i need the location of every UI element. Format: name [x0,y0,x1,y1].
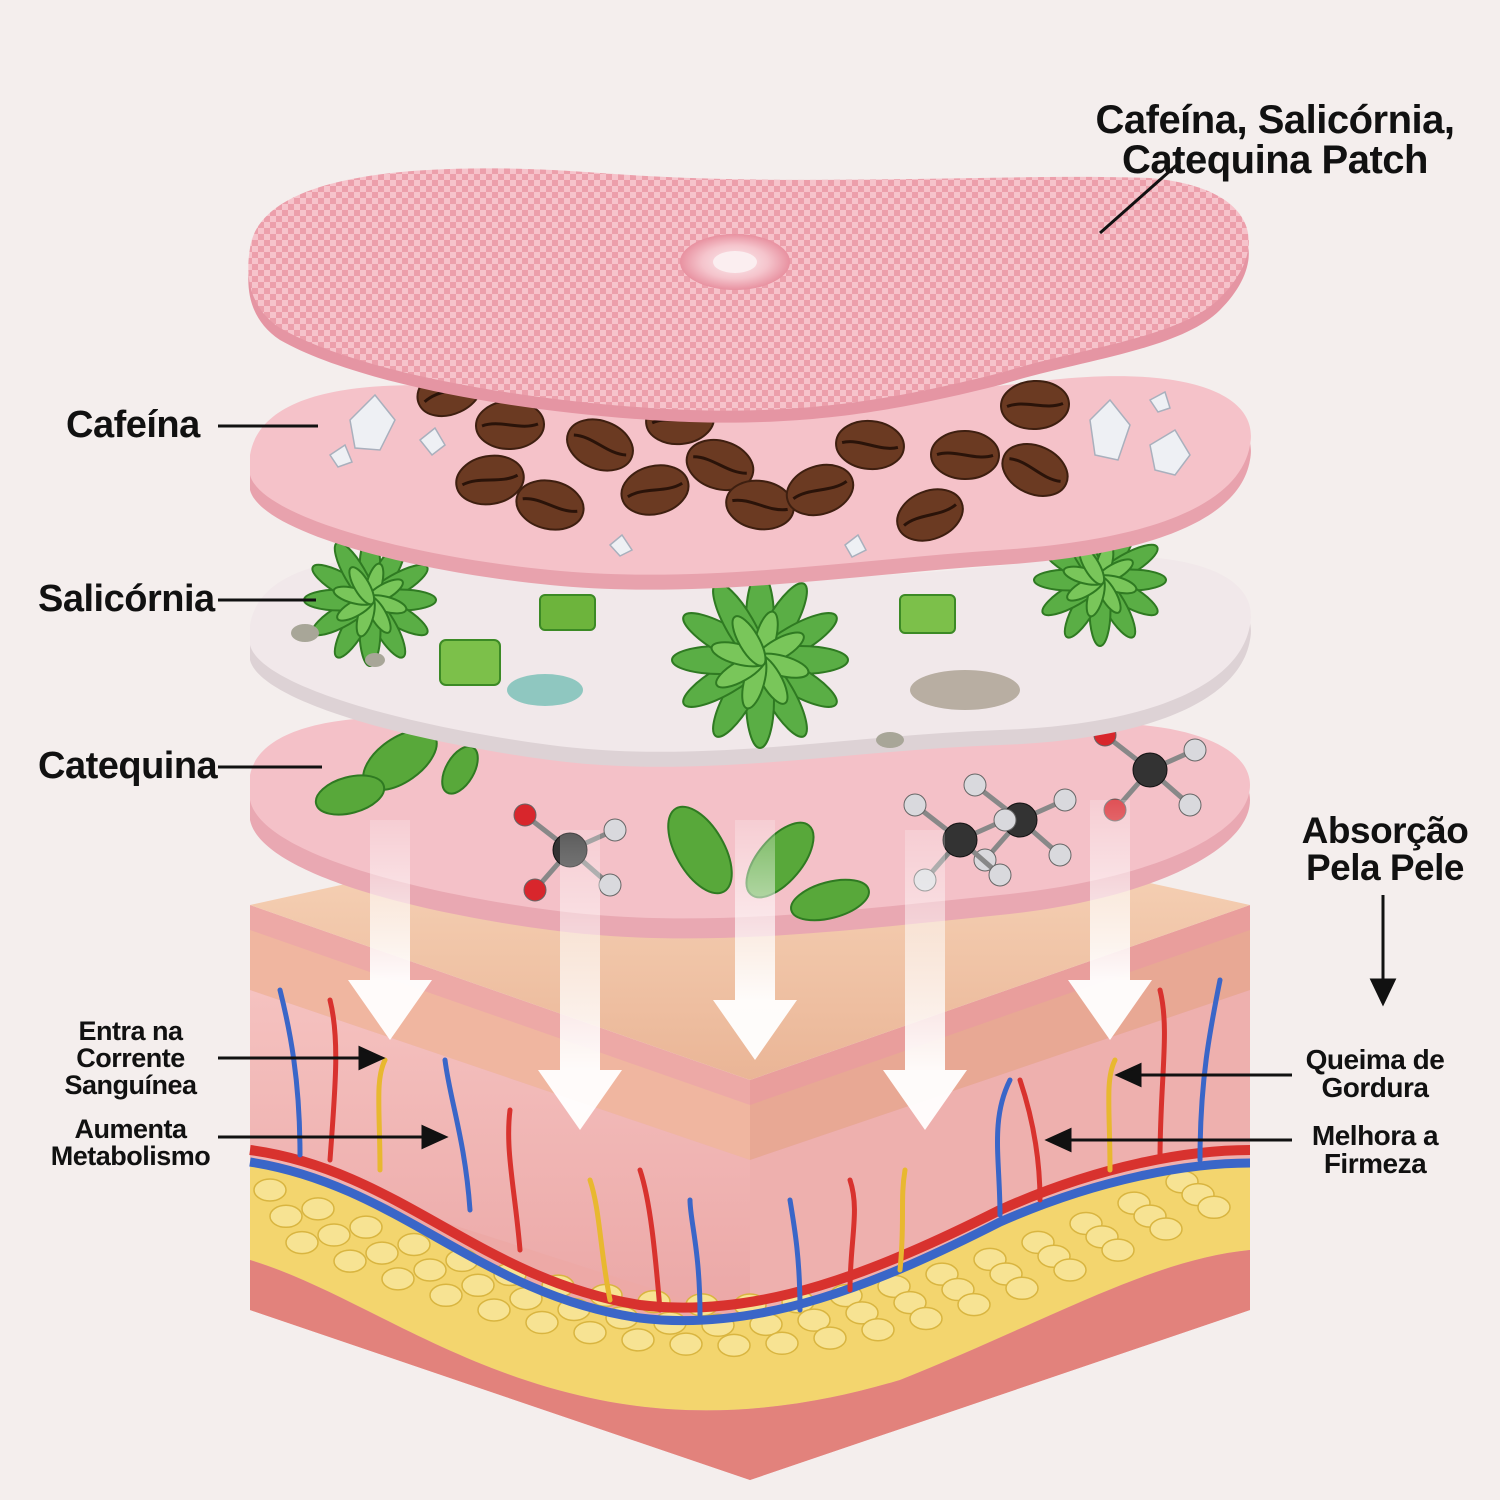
fat-cell [909,1306,943,1331]
leader-lines [218,160,1397,1153]
fat-cell [349,1215,383,1239]
fat-cell [669,1332,703,1356]
crystals [328,390,1191,558]
coffee-bean [785,463,855,517]
effect-metabolism-line-2: Metabolismo [50,1141,211,1171]
effect-firmness-line-2: Firmeza [1323,1148,1427,1179]
fat-cell [301,1197,335,1221]
absorption-line-2: Pela Pele [1305,847,1465,888]
label-catequina: Catequina [38,745,218,787]
absorption-arrows [348,800,1152,1130]
fat-cell [317,1223,351,1247]
molecule [963,773,1077,872]
catequina-leaves [314,728,870,922]
fat-cell [285,1230,319,1255]
absorption-arrow [883,830,967,1130]
coffee-bean [930,429,1000,481]
mineral-powder [291,624,1020,748]
absorption-arrow [538,830,622,1130]
fat-cell [1197,1195,1231,1220]
fat-cell [957,1292,991,1317]
fat-cell [525,1310,559,1335]
coffee-bean [455,454,525,506]
effect-metabolism-line-1: Aumenta [74,1114,187,1144]
effect-bloodstream-line-1: Entra na [78,1016,183,1046]
green-cubes [439,594,956,686]
fat-cell [461,1273,495,1298]
coffee-bean [620,464,690,516]
coffee-beans [416,362,1070,542]
patch [248,168,1249,423]
coffee-bean [566,418,634,472]
effect-firmness-line-1: Melhora a [1311,1120,1439,1151]
effect-metabolism: Aumenta Metabolismo [38,1116,223,1170]
fat-cell [333,1249,367,1273]
fat-cell [621,1328,655,1352]
fat-cell [429,1283,463,1308]
effect-firmness: Melhora a Firmeza [1295,1122,1455,1178]
fat-cell [717,1333,751,1358]
fat-cell [845,1301,879,1325]
title-leader-line [1099,160,1181,235]
coffee-bean [515,479,585,531]
succulents [303,513,1167,749]
patch-title-line-1: Cafeína, Salicórnia, [1095,98,1455,142]
arrowhead-fat-burn [1114,1062,1142,1088]
fat-cell [861,1318,895,1342]
artery-main [249,1145,1251,1313]
effect-bloodstream-line-2: Corrente [76,1043,185,1073]
coffee-bean [1000,379,1070,431]
absorption-arrow [348,820,432,1040]
effect-fat-burn: Queima de Gordura [1295,1046,1455,1102]
fat-cell [1149,1217,1183,1241]
fat-cell [477,1298,511,1322]
fat-cell [1005,1276,1039,1301]
vein-main [249,1157,1251,1326]
fat-cell [1053,1258,1087,1282]
effect-bloodstream-line-3: Sanguínea [64,1070,197,1100]
coffee-bean [835,419,905,471]
absorption-arrow [1068,800,1152,1040]
absorption-line-1: Absorção [1301,810,1469,851]
coffee-bean [896,488,964,542]
absorption-arrowhead [1369,978,1397,1007]
arrowhead-metabolism [421,1124,449,1150]
patch-title: Cafeína, Salicórnia, Catequina Patch [1095,100,1455,180]
coffee-bean [1001,443,1069,497]
fat-cells [253,1170,1231,1358]
succulent [303,533,437,667]
fat-cell [381,1267,415,1291]
label-salicornia: Salicórnia [38,578,215,620]
skin-block [249,850,1251,1480]
fat-cell [573,1320,607,1345]
patch-title-line-2: Catequina Patch [1122,138,1428,182]
fat-cell [397,1232,431,1257]
fat-cell [269,1204,303,1229]
dermis-left [250,990,750,1320]
fat-cell [765,1331,799,1356]
fat-cell [813,1326,847,1350]
fat-cell [365,1241,399,1265]
layer-salicornia [250,513,1251,767]
coffee-bean [685,438,755,492]
vessel-branches [277,977,1223,1318]
fat-cell [413,1258,447,1282]
fat-cell [253,1178,287,1202]
absorption-arrow [713,820,797,1060]
succulent [1033,513,1167,647]
succulent [671,571,849,749]
absorption-label: Absorção Pela Pele [1290,812,1480,886]
label-cafeina: Cafeína [66,404,200,446]
coffee-bean [725,479,795,531]
muscle-layer [250,1250,1250,1480]
fat-cell [893,1290,927,1315]
effect-fat-burn-line-1: Queima de [1305,1044,1445,1075]
arrowhead-bloodstream [358,1045,386,1071]
fat-cell [1101,1238,1135,1262]
arrowhead-firmness [1044,1127,1072,1153]
effect-bloodstream: Entra na Corrente Sanguínea [48,1018,213,1099]
effect-fat-burn-line-2: Gordura [1321,1072,1429,1103]
fat-cell [797,1308,831,1332]
layer-cafeina [250,362,1251,590]
